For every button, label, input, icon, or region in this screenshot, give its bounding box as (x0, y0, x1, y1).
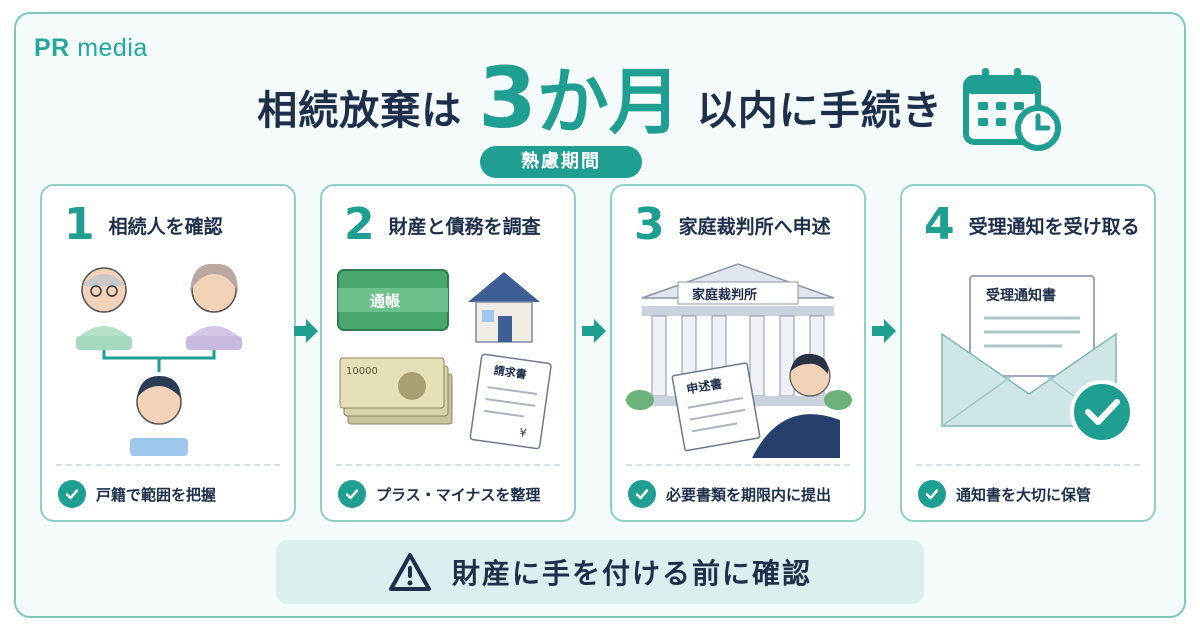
yen-mark: ¥ (519, 426, 528, 440)
title-right: 以内に手続き (696, 88, 943, 134)
deliberation-period-badge: 熟慮期間 (480, 146, 642, 178)
calendar-clock-icon (963, 68, 1061, 151)
step-number: 1 (64, 199, 95, 250)
notice-label: 受理通知書 (986, 287, 1056, 304)
arrow-right-icon (294, 319, 318, 343)
document-label: 申述書 (685, 376, 723, 397)
step-card-3: 3 家庭裁判所へ申述 家庭裁判所 申述書 (610, 184, 866, 522)
step-title: 受理通知を受け取る (968, 215, 1140, 238)
check-icon (58, 480, 86, 508)
arrow-right-icon (872, 319, 896, 343)
divider (626, 464, 850, 466)
step-note: プラス・マイナスを整理 (338, 476, 564, 512)
check-icon (338, 480, 366, 508)
step-card-1: 1 相続人を確認 戸籍で範囲を把握 (40, 184, 296, 522)
envelope-illustration: 受理通知書 (941, 275, 1134, 444)
banknote-value: 10000 (346, 366, 378, 377)
warning-banner: 財産に手を付ける前に確認 (276, 540, 924, 604)
divider (56, 464, 280, 466)
step-title: 財産と債務を調査 (388, 215, 541, 238)
warning-icon (388, 553, 431, 591)
family-illustration (76, 263, 242, 456)
passbook-label: 通帳 (370, 292, 400, 310)
step-number: 2 (344, 199, 375, 250)
step-title: 家庭裁判所へ申述 (678, 215, 831, 238)
title-highlight: 3か月 (478, 49, 681, 147)
step-title: 相続人を確認 (108, 215, 223, 238)
step-card-4: 4 受理通知を受け取る 受理通知書 通知書を大切に保管 (900, 184, 1156, 522)
title-left: 相続放棄は (257, 88, 463, 134)
step-note: 必要書類を期限内に提出 (628, 476, 854, 512)
warning-text: 財産に手を付ける前に確認 (451, 557, 812, 590)
check-icon (918, 480, 946, 508)
divider (336, 464, 560, 466)
check-icon (628, 480, 656, 508)
step-card-2: 2 財産と債務を調査 通帳 10000 請求書 ¥ (320, 184, 576, 522)
court-illustration: 家庭裁判所 申述書 (626, 263, 852, 458)
arrow-right-icon (582, 319, 606, 343)
divider (916, 464, 1140, 466)
step-number: 3 (634, 199, 665, 250)
brand-logo: PR media (34, 34, 148, 62)
page-title: 相続放棄は 3か月 以内に手続き (0, 50, 1200, 150)
step-note: 通知書を大切に保管 (918, 476, 1144, 512)
step-note: 戸籍で範囲を把握 (58, 476, 284, 512)
step-number: 4 (924, 199, 955, 250)
assets-debts-illustration: 通帳 10000 請求書 ¥ (337, 269, 552, 450)
bill-label: 請求書 (493, 363, 528, 381)
court-sign: 家庭裁判所 (692, 287, 757, 303)
